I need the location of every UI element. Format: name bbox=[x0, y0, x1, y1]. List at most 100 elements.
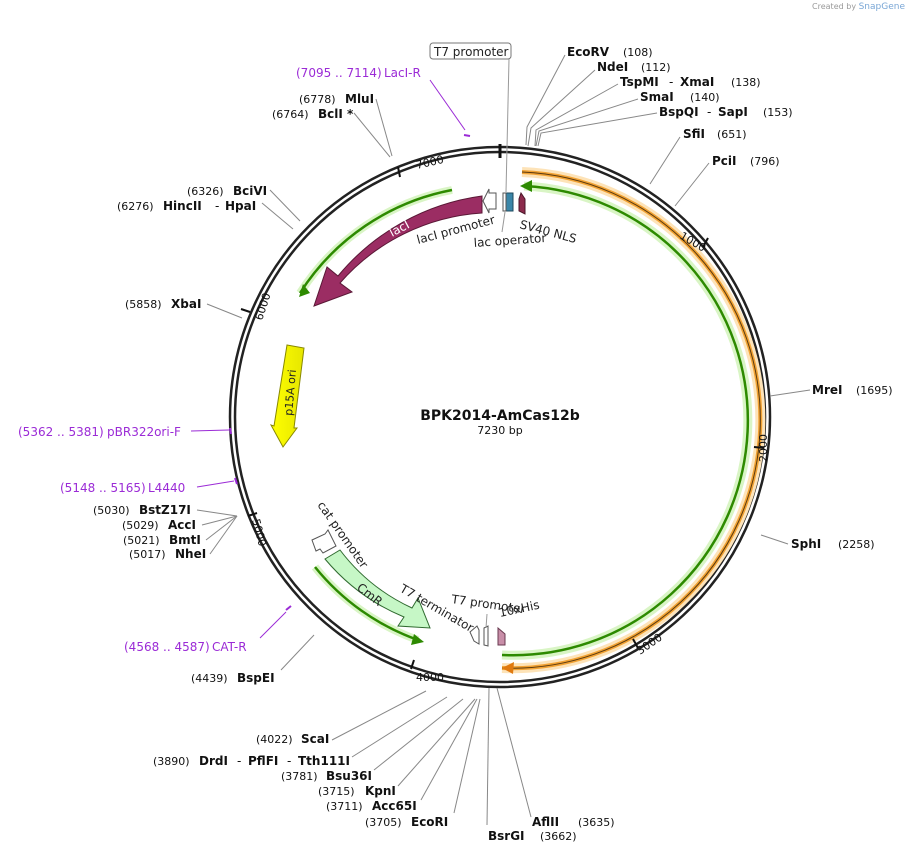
enzyme-name: NdeI bbox=[597, 60, 628, 74]
leader-sphi bbox=[760, 534, 789, 545]
primer-laci-r: (7095 .. 7114) LacI-R bbox=[296, 66, 471, 137]
plasmid-name: BPK2014-AmCas12b bbox=[420, 408, 580, 424]
tick-mark-3000 bbox=[632, 638, 639, 649]
primer-l4440: (5148 .. 5165) L4440 bbox=[60, 477, 238, 495]
tick-mark-7000 bbox=[397, 166, 401, 178]
enzyme-separator: - bbox=[707, 105, 711, 119]
enzyme-name: ScaI bbox=[301, 732, 329, 746]
amcas12b-orange-core bbox=[501, 171, 761, 669]
enzyme-name: BclI * bbox=[318, 107, 354, 121]
enzyme-ndei: NdeI (112) bbox=[597, 60, 671, 74]
primer-pbr322ori-f-name: pBR322ori-F bbox=[107, 425, 181, 439]
enzyme-bstz17i: (5030) BstZ17I bbox=[93, 503, 191, 517]
enzyme-name: BsrGI bbox=[488, 829, 525, 843]
enzyme-sphi: SphI (2258) bbox=[791, 537, 875, 551]
tick-mark-1000 bbox=[702, 237, 709, 248]
enzyme-name: EcoRV bbox=[567, 45, 610, 59]
enzyme-position: (138) bbox=[731, 76, 761, 89]
enzyme-position: (651) bbox=[717, 128, 747, 141]
enzyme-name: Acc65I bbox=[372, 799, 417, 813]
enzyme-drdi-pflfi-tth111i: (3890) DrdI - PflFI - Tth111I bbox=[153, 754, 350, 768]
primer-laci-r-leader bbox=[429, 79, 466, 131]
enzyme-separator: - bbox=[669, 75, 673, 89]
tick-label-5000: 5000 bbox=[249, 517, 269, 547]
lac-operator-label: lac operator bbox=[473, 231, 547, 250]
tick-label-7000: 7000 bbox=[415, 153, 445, 172]
enzyme-position: (3662) bbox=[540, 830, 577, 843]
enzyme-position: (1695) bbox=[856, 384, 893, 397]
leader-acci bbox=[201, 515, 238, 526]
enzyme-name: BspEI bbox=[237, 671, 275, 685]
primer-cat-r: (4568 .. 4587) CAT-R bbox=[124, 605, 292, 654]
lac-operator-leader bbox=[501, 211, 506, 233]
leader-acc65i bbox=[420, 698, 478, 801]
leader-bcli bbox=[353, 112, 391, 158]
enzyme-name: SfiI bbox=[683, 127, 705, 141]
enzyme-ecorv: EcoRV (108) bbox=[567, 45, 653, 59]
enzyme-position: (3705) bbox=[365, 816, 402, 829]
cmr-green-arc bbox=[314, 566, 419, 642]
enzyme-name: SphI bbox=[791, 537, 821, 551]
leader-bstz17i bbox=[196, 509, 238, 517]
enzyme-name: Bsu36I bbox=[326, 769, 372, 783]
primer-l4440-range: (5148 .. 5165) bbox=[60, 481, 146, 495]
enzyme-mrei: MreI (1695) bbox=[812, 383, 893, 397]
enzyme-position: (6276) bbox=[117, 200, 154, 213]
enzyme-position: (140) bbox=[690, 91, 720, 104]
leader-nhei bbox=[209, 515, 238, 555]
tick-mark-2000 bbox=[753, 446, 765, 449]
enzyme-acc65i: (3711) Acc65I bbox=[326, 799, 417, 813]
enzyme-tspmi-xmai: TspMI - XmaI (138) bbox=[620, 75, 761, 89]
position-ticks bbox=[240, 144, 765, 670]
amcas12b-orange-arrowhead bbox=[502, 662, 514, 674]
enzyme-position: (2258) bbox=[838, 538, 875, 551]
enzyme-sfii: SfiI (651) bbox=[683, 127, 747, 141]
enzyme-position: (3715) bbox=[318, 785, 355, 798]
t7-promoter-top-label: T7 promoter bbox=[433, 45, 509, 59]
leader-drdi bbox=[351, 696, 448, 758]
enzyme-name: MluI bbox=[345, 92, 374, 106]
primer-laci-r-range: (7095 .. 7114) bbox=[296, 66, 382, 80]
enzyme-name-2: PflFI bbox=[248, 754, 278, 768]
enzyme-name: PciI bbox=[712, 154, 737, 168]
enzyme-mlui: (6778) MluI bbox=[299, 92, 374, 106]
enzyme-name-3: Tth111I bbox=[298, 754, 350, 768]
tick-mark-4000 bbox=[410, 659, 415, 670]
enzyme-position: (5021) bbox=[123, 534, 160, 547]
enzyme-bsrgi: BsrGI (3662) bbox=[488, 829, 577, 843]
primer-l4440-name: L4440 bbox=[148, 481, 185, 495]
leader-hinci bbox=[261, 202, 294, 230]
enzyme-position: (4439) bbox=[191, 672, 228, 685]
enzyme-position: (5858) bbox=[125, 298, 162, 311]
enzyme-name: NheI bbox=[175, 547, 206, 561]
leader-sfii bbox=[649, 136, 681, 185]
enzyme-position: (108) bbox=[623, 46, 653, 59]
primer-l4440-leader bbox=[196, 480, 235, 488]
tick-mark-5000 bbox=[247, 512, 258, 517]
enzyme-position: (3635) bbox=[578, 816, 615, 829]
enzyme-position: (6326) bbox=[187, 185, 224, 198]
enzyme-position: (112) bbox=[641, 61, 671, 74]
leader-mlui bbox=[375, 98, 393, 157]
leader-bspqi bbox=[537, 112, 658, 147]
leader-ecorv bbox=[525, 54, 566, 146]
enzyme-bmti: (5021) BmtI bbox=[123, 533, 201, 547]
enzyme-bspei: (4439) BspEI bbox=[191, 671, 275, 685]
enzyme-xbai: (5858) XbaI bbox=[125, 297, 201, 311]
enzyme-position: (153) bbox=[763, 106, 793, 119]
leader-tspmi bbox=[534, 83, 619, 147]
primer-cat-r-range: (4568 .. 4587) bbox=[124, 640, 210, 654]
enzyme-name: DrdI bbox=[199, 754, 228, 768]
leader-smai bbox=[535, 98, 639, 147]
tick-label-2000: 2000 bbox=[757, 434, 770, 462]
enzyme-position: (6778) bbox=[299, 93, 336, 106]
enzyme-bsu36i: (3781) Bsu36I bbox=[281, 769, 372, 783]
tick-label-6000: 6000 bbox=[252, 291, 273, 322]
enzyme-name: MreI bbox=[812, 383, 842, 397]
enzyme-hincii-hpai: (6276) HincII - HpaI bbox=[117, 199, 256, 213]
tick-label-4000: 4000 bbox=[416, 671, 444, 684]
t7-promoter-label-box bbox=[429, 42, 512, 60]
enzyme-position: (5030) bbox=[93, 504, 130, 517]
t7-promoter-bottom-leader bbox=[485, 613, 488, 629]
enzyme-bcli: (6764) BclI * bbox=[272, 107, 354, 121]
